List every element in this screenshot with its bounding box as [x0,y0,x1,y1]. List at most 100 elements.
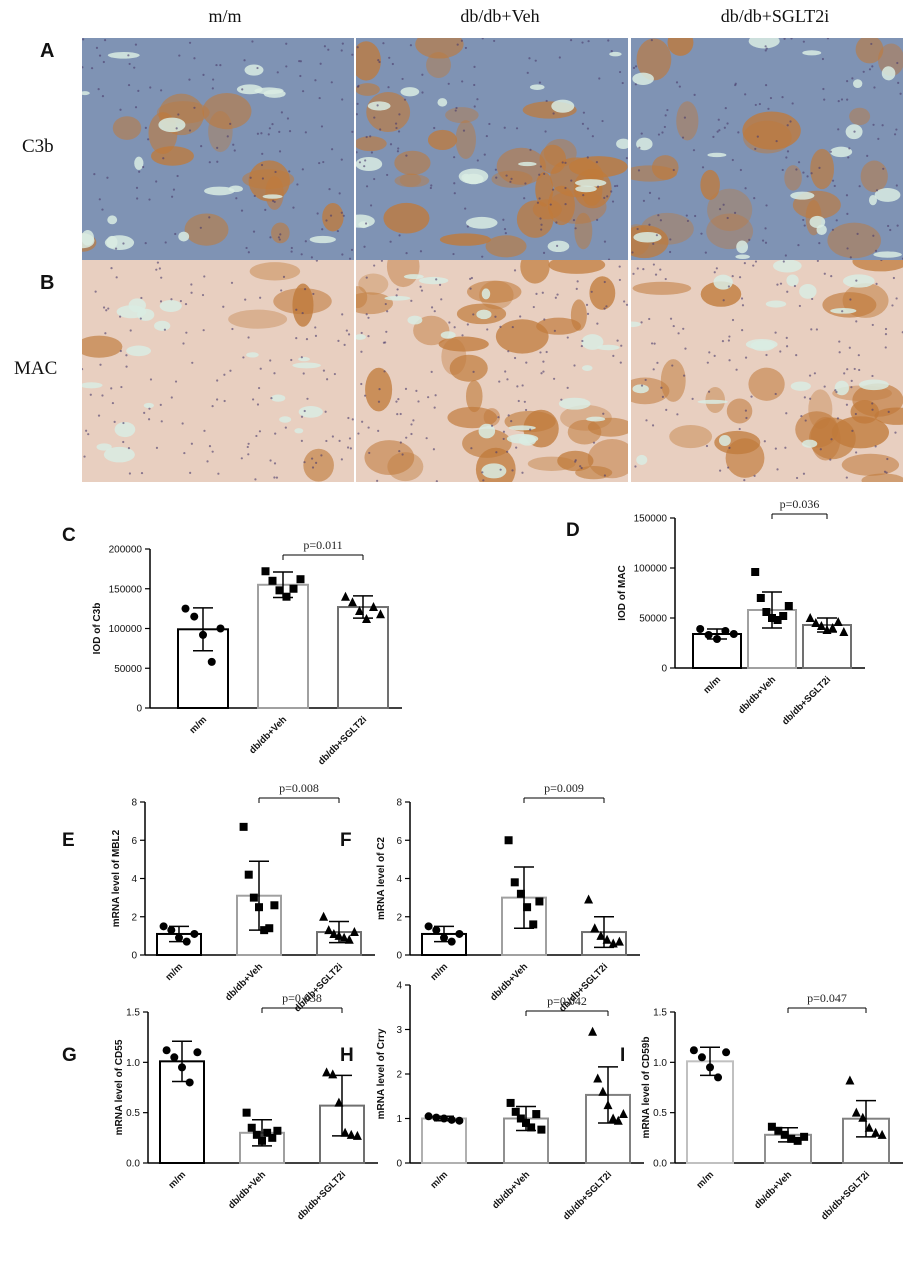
y-tick-label: 100000 [634,564,668,575]
data-point [455,1116,464,1125]
data-point [721,627,730,635]
data-point [784,602,793,610]
data-point [348,597,357,607]
p-value-label: p=0.036 [780,497,820,511]
category-label: db/db+SGLT2i [780,674,833,727]
data-point [833,617,843,626]
data-point [877,1129,887,1139]
data-point [529,920,538,929]
y-tick-label: 50000 [639,614,667,625]
data-point [242,1108,251,1117]
data-point [190,612,199,621]
y-tick-label: 1.0 [653,1058,667,1069]
data-point [751,568,760,576]
p-value-label: p=0.011 [303,538,342,552]
data-point [440,1114,448,1123]
data-point [268,576,277,585]
bar-2 [257,583,309,710]
data-point [355,606,364,616]
data-point [258,1136,266,1145]
data-point [593,1073,603,1083]
data-point [871,1127,881,1137]
data-point [207,657,216,666]
data-point [175,933,183,942]
y-tick-label: 8 [131,798,137,809]
data-point [340,1127,350,1137]
data-point [249,893,258,902]
category-label: db/db+Veh [488,961,530,1003]
y-axis-label: mRNA level of CD59b [641,1037,652,1139]
data-point [762,608,771,616]
data-point [185,1078,194,1087]
panel-letter-c: C [62,525,76,546]
bar-3 [337,606,389,709]
data-point [239,822,248,831]
y-tick-label: 2 [396,1070,402,1081]
data-point [190,929,199,938]
data-point [828,623,838,632]
bar-1 [686,1060,734,1164]
data-point [608,1113,618,1123]
category-label: db/db+SGLT2i [295,1169,348,1222]
data-point [296,575,305,584]
data-point [349,927,359,937]
data-point [805,613,815,622]
y-tick-label: 0.5 [126,1108,140,1119]
data-point [162,1046,171,1055]
data-point [602,934,612,944]
category-label: m/m [167,1169,189,1191]
data-point [447,937,456,946]
micro-image-mac-2 [356,260,628,482]
data-point [858,1112,868,1122]
y-axis-label: mRNA level of C2 [376,837,387,920]
data-point [588,1026,598,1036]
data-point [598,1086,608,1096]
y-tick-label: 4 [396,874,402,885]
data-point [864,1122,874,1132]
data-point [516,1114,525,1123]
category-label: db/db+Veh [736,674,778,716]
data-point [780,1130,789,1139]
data-point [722,1048,731,1057]
y-tick-label: 8 [396,798,402,809]
data-point [704,631,713,639]
y-tick-label: 6 [131,836,137,847]
y-tick-label: 2 [131,912,137,923]
data-point [244,870,253,879]
data-point [696,625,705,633]
y-axis-label: mRNA level of MBL2 [111,829,122,927]
category-label: db/db+Veh [247,714,289,756]
data-point [424,922,433,931]
y-tick-label: 0 [396,951,402,962]
micro-image-mac-3 [631,260,903,482]
data-point [432,1113,441,1122]
data-point [756,594,765,602]
data-point [322,1067,332,1077]
y-tick-label: 150000 [109,584,143,595]
category-label: db/db+Veh [752,1169,794,1211]
y-tick-label: 1.5 [653,1008,667,1019]
y-axis-label: IOD of C3b [92,603,103,655]
data-point [270,901,279,910]
panel-letter-b: B [40,272,55,294]
bar-1 [421,1117,467,1164]
data-point [273,1126,282,1135]
data-point [193,1048,202,1057]
data-point [537,1125,546,1134]
y-axis-label: mRNA level of Crry [376,1028,387,1119]
data-point [706,1063,714,1072]
p-value-label: p=0.009 [544,781,584,795]
category-label: db/db+SGLT2i [316,714,369,767]
category-label: m/m [429,961,451,983]
y-tick-label: 2 [396,912,402,923]
data-point [697,1053,706,1062]
y-tick-label: 50000 [114,664,142,675]
data-point [265,924,274,933]
data-point [851,1107,861,1117]
data-point [178,1063,186,1072]
data-point [247,1123,256,1132]
panel-letter-d: D [566,520,580,541]
